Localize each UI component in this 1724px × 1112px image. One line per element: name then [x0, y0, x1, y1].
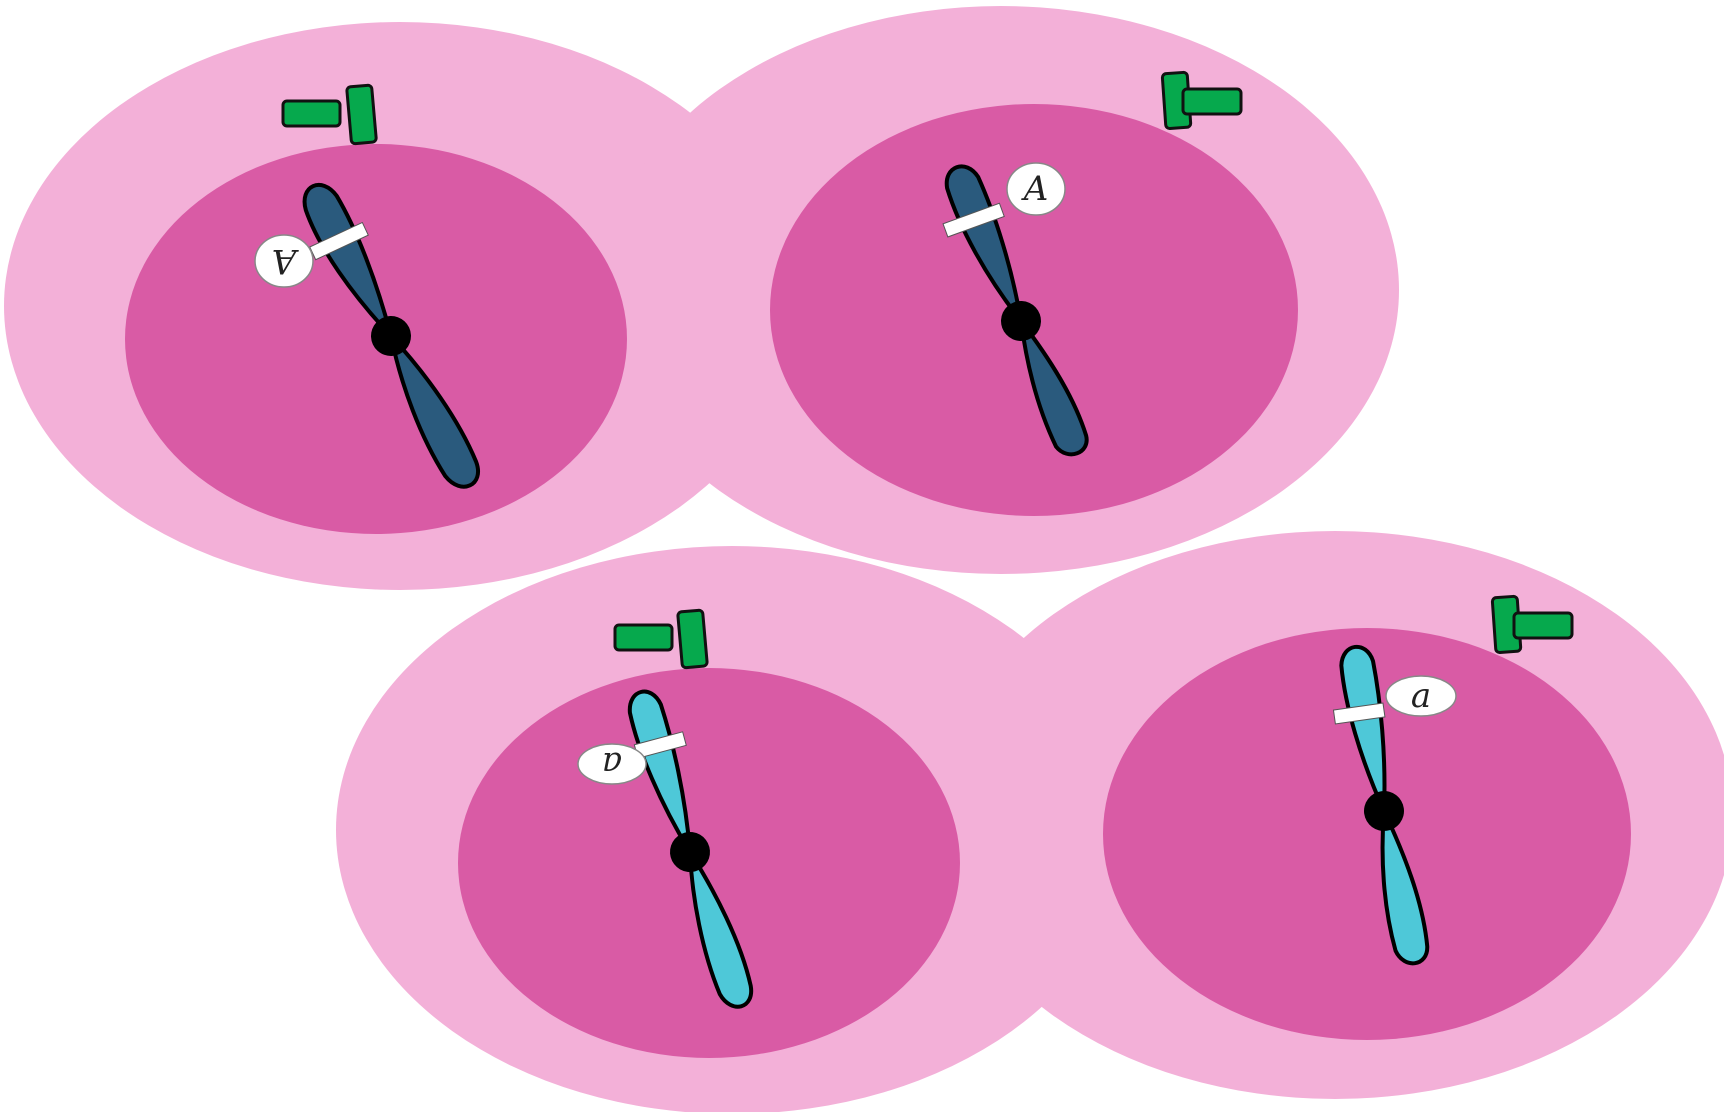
allele-label-text: a — [1411, 676, 1431, 716]
nucleus — [458, 668, 960, 1058]
allele-label: A — [1007, 163, 1065, 215]
allele-label-text: A — [272, 241, 300, 281]
allele-label-text: a — [602, 744, 622, 784]
allele-label: a — [578, 744, 646, 784]
allele-label-text: A — [1021, 169, 1049, 209]
allele-label: a — [1386, 676, 1456, 716]
allele-label: A — [255, 235, 313, 287]
